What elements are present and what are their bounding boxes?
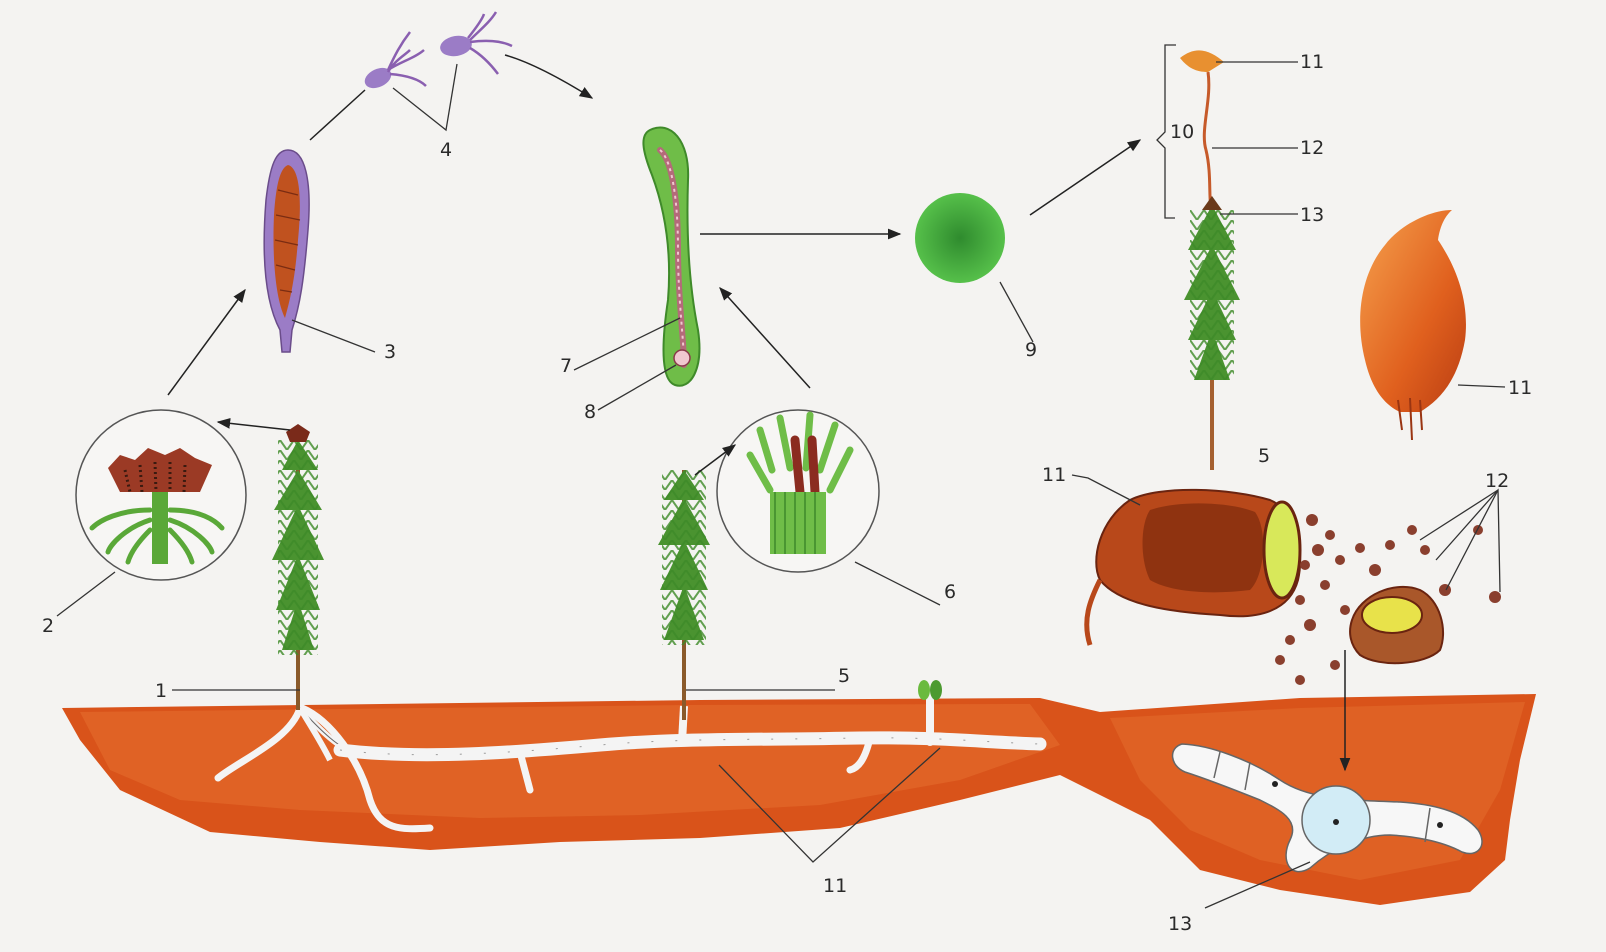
- capsule-lid: [1350, 587, 1443, 663]
- archegonium-egg: [264, 150, 309, 352]
- label-12-spores: 12: [1485, 470, 1509, 492]
- label-8: 8: [584, 401, 596, 423]
- label-5-female: 5: [838, 665, 850, 687]
- label-10: 10: [1170, 121, 1194, 143]
- female-moss-plant: [658, 470, 710, 720]
- label-11-lid: 11: [1300, 51, 1324, 73]
- label-11-capsule: 11: [1042, 464, 1066, 486]
- label-9: 9: [1025, 339, 1037, 361]
- antheridium-detail-circle: [76, 410, 246, 580]
- label-11-calyptra: 11: [1508, 377, 1532, 399]
- label-12-seta: 12: [1300, 137, 1324, 159]
- label-1: 1: [155, 680, 167, 702]
- label-11-protonema: 11: [823, 875, 847, 897]
- sporophyte-moss-plant: [1180, 50, 1240, 470]
- label-7: 7: [560, 355, 572, 377]
- cycle-arrows: [168, 55, 1345, 770]
- archegonium-detail-circle: [717, 410, 879, 572]
- label-4: 4: [440, 139, 452, 161]
- zygote: [915, 193, 1005, 283]
- label-3: 3: [384, 341, 396, 363]
- male-moss-plant: [272, 424, 324, 710]
- spermatozoids: [362, 12, 512, 92]
- young-sporophyte: [643, 127, 699, 385]
- label-5-sporophyte: 5: [1258, 445, 1270, 467]
- spore-capsule: [1087, 490, 1300, 645]
- label-13-spore: 13: [1168, 913, 1192, 935]
- label-6: 6: [944, 581, 956, 603]
- calyptra: [1360, 210, 1466, 440]
- label-13-foot: 13: [1300, 204, 1324, 226]
- label-2: 2: [42, 615, 54, 637]
